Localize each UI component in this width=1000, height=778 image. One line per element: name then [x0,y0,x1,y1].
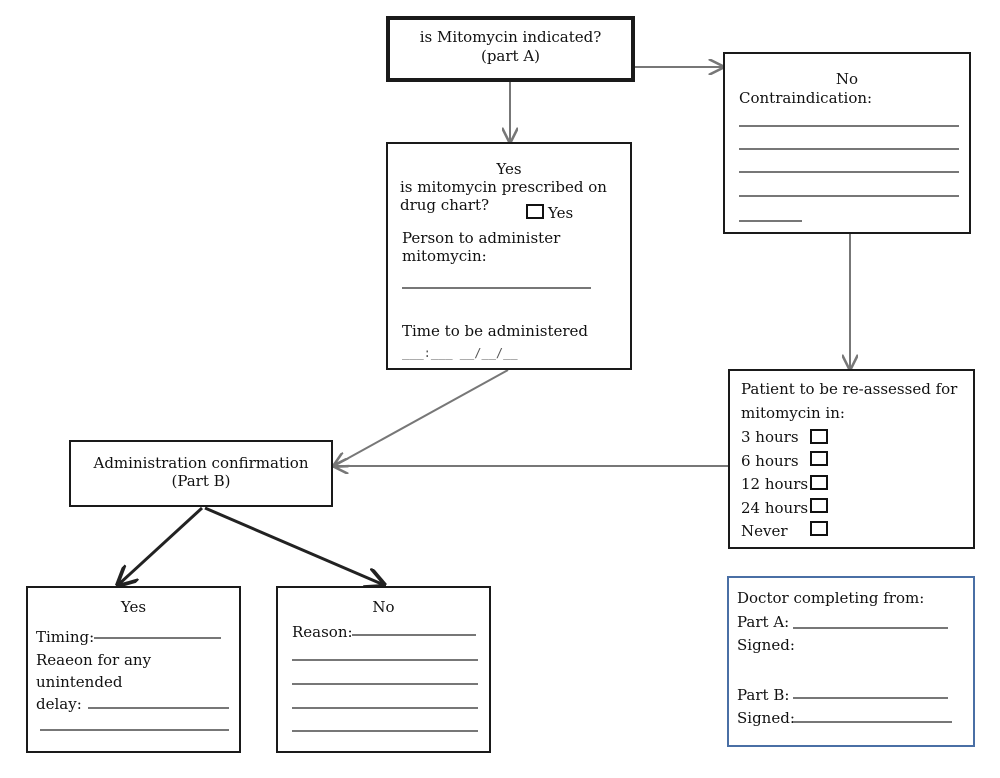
checkbox-12h[interactable] [810,475,828,490]
question-line2: (part A) [480,47,541,65]
contraindication-label: Contraindication: [739,89,873,107]
reassess-line1: Patient to be re-assessed for [741,380,958,398]
person-label-line1: Person to administer [402,229,561,247]
part-b-field-line[interactable] [793,697,948,699]
arrow-yes-to-confirmation [334,369,509,466]
reassess-option-24h: 24 hours [741,499,809,517]
person-field-line[interactable] [402,287,591,289]
yes-prescription-box: Yes is mitomycin prescribed on drug char… [386,142,632,370]
reason-field-line-4[interactable] [292,707,478,709]
confirmation-line2: (Part B) [171,472,231,490]
no-heading: No [835,70,859,88]
conf-no-heading: No [372,598,395,616]
signed-b-field-line[interactable] [793,721,952,723]
contraindication-line-3[interactable] [739,171,959,173]
reason-field-line-1[interactable] [352,634,476,636]
contraindication-box: No Contraindication: [723,52,971,234]
doctor-completing-box: Doctor completing from: Part A: Signed: … [727,576,975,747]
delay-field-line-2[interactable] [40,729,229,731]
part-b-label: Part B: [737,686,790,704]
reassess-line2: mitomycin in: [741,404,845,422]
arrow-confirmation-to-yes [118,506,204,585]
reassess-option-6h: 6 hours [741,452,799,470]
prescribed-question-line1: is mitomycin prescribed on [400,178,607,196]
confirmation-no-box: No Reason: [276,586,491,753]
timing-field-line[interactable] [94,637,221,639]
part-a-field-line[interactable] [793,627,948,629]
yes-heading: Yes [496,160,522,178]
reason-label-line2: unintended [36,673,123,691]
signed-a-label: Signed: [737,636,795,654]
timing-label: Timing: [36,628,95,646]
contraindication-line-4[interactable] [739,195,959,197]
reassess-option-12h: 12 hours [741,475,809,493]
time-field[interactable]: ___:___ __/__/__ [402,346,518,360]
delay-field-line-1[interactable] [88,707,229,709]
prescribed-yes-checkbox[interactable] [526,204,544,219]
checkbox-never[interactable] [810,521,828,536]
arrow-confirmation-to-no [204,506,384,585]
administration-confirmation-box: Administration confirmation (Part B) [69,440,333,507]
conf-yes-heading: Yes [120,598,147,616]
checkbox-6h[interactable] [810,451,828,466]
checkbox-3h[interactable] [810,429,828,444]
signed-b-label: Signed: [737,709,795,727]
reason-label-line3: delay: [36,695,82,713]
reason-field-line-3[interactable] [292,683,478,685]
prescribed-question-line2: drug chart? [400,196,490,214]
reason-label: Reason: [292,623,353,641]
confirmation-line1: Administration confirmation [93,454,309,472]
time-label: Time to be administered [402,322,589,340]
contraindication-line-5[interactable] [739,220,802,222]
reason-field-line-2[interactable] [292,659,478,661]
confirmation-yes-box: Yes Timing: Reaeon for any unintended de… [26,586,241,753]
reassess-option-never: Never [741,522,788,540]
reassess-option-3h: 3 hours [741,428,799,446]
doctor-title: Doctor completing from: [737,589,925,607]
contraindication-line-2[interactable] [739,148,959,150]
reassess-box: Patient to be re-assessed for mitomycin … [728,369,975,549]
mitomycin-indicated-box: is Mitomycin indicated? (part A) [386,16,635,82]
person-label-line2: mitomycin: [402,247,487,265]
prescribed-yes-label: Yes [548,204,574,222]
reason-label-line1: Reaeon for any [36,651,152,669]
question-line1: is Mitomycin indicated? [419,28,602,46]
reason-field-line-5[interactable] [292,730,478,732]
checkbox-24h[interactable] [810,498,828,513]
contraindication-line-1[interactable] [739,125,959,127]
part-a-label: Part A: [737,613,790,631]
